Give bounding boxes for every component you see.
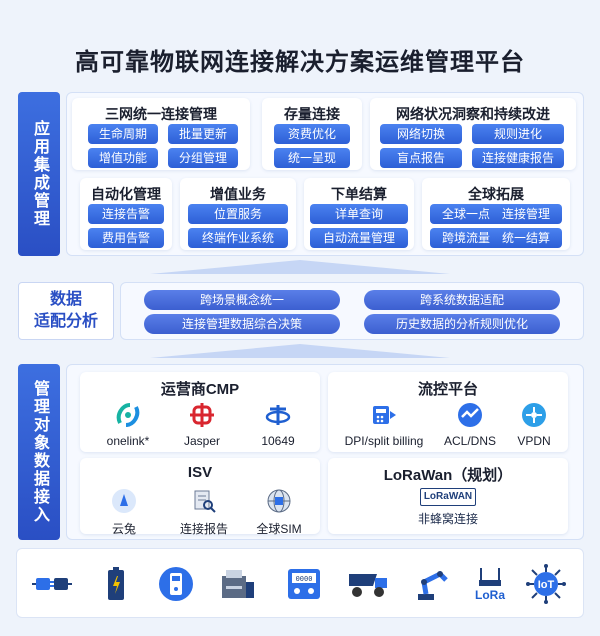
chip: 增值功能 — [88, 148, 158, 168]
up-arrow — [150, 344, 450, 358]
chip: 批量更新 — [168, 124, 238, 144]
app-box-title: 三网统一连接管理 — [105, 106, 217, 122]
global-sim-item: 全球SIM — [246, 486, 312, 537]
adapt-chip: 跨系统数据适配 — [364, 290, 560, 310]
lora-gateway-icon: LoRa — [469, 563, 511, 605]
chip: 网络切换 — [380, 124, 462, 144]
chip: 全球一点 连接管理 — [430, 204, 562, 224]
app-box-global: 全球拓展 全球一点 连接管理 跨境流量 统一结算 — [422, 178, 570, 250]
vpdn-item: VPDN — [506, 400, 562, 448]
app-box-stock: 存量连接 资费优化 统一呈现 — [262, 98, 362, 170]
mining-truck-icon — [347, 563, 389, 605]
lorawan-logo-icon: LoRaWAN — [420, 488, 476, 506]
chip: 终端作业系统 — [188, 228, 288, 248]
app-box-title: 全球拓展 — [468, 186, 524, 202]
report-search-icon — [189, 486, 219, 516]
iot-hub-icon: IoT — [525, 563, 567, 605]
isv-box: ISV 云兔 连接报告 全球SIM — [80, 458, 320, 537]
app-box-title: 网络状况洞察和持续改进 — [396, 106, 550, 122]
app-box-order: 下单结算 详单查询 自动流量管理 — [304, 178, 414, 250]
app-box-title: 自动化管理 — [91, 186, 161, 202]
chip: 详单查询 — [310, 204, 408, 224]
app-box-title: 下单结算 — [331, 186, 387, 202]
section-label-mgmt: 管理对象数据接入 — [18, 364, 60, 540]
onelink-logo-icon — [113, 400, 143, 430]
flow-title: 流控平台 — [417, 381, 478, 398]
robot-arm-icon — [411, 563, 453, 605]
10649-item: 10649 — [248, 400, 308, 448]
chip: 盲点报告 — [380, 148, 462, 168]
onelink-item: onelink* — [98, 400, 158, 448]
acl-item: ACL/DNS — [438, 400, 502, 448]
globe-sim-icon — [264, 486, 294, 516]
app-box-network: 网络状况洞察和持续改进 网络切换 规则进化 盲点报告 连接健康报告 — [370, 98, 576, 170]
page-title: 高可靠物联网连接解决方案运维管理平台 — [75, 49, 525, 76]
section-label-app: 应用集成管理 — [18, 92, 60, 256]
chip: 位置服务 — [188, 204, 288, 224]
calculator-icon — [369, 400, 399, 430]
network-hub-icon — [519, 400, 549, 430]
meter-device-icon — [155, 563, 197, 605]
chip: 连接健康报告 — [472, 148, 564, 168]
lora-box: LoRaWan（规划） LoRaWAN 非蜂窝连接 — [328, 458, 568, 534]
cmp-title: 运营商CMP — [160, 381, 240, 398]
app-box-title: 增值业务 — [210, 186, 266, 202]
chip: 生命周期 — [88, 124, 158, 144]
unicom-knot-icon — [187, 400, 217, 430]
lora-text: LoRa — [475, 588, 505, 602]
monitor-wave-icon — [455, 400, 485, 430]
app-box-title: 存量连接 — [284, 106, 340, 122]
plug-icon — [31, 563, 73, 605]
iot-text: IoT — [538, 579, 555, 591]
chip: 分组管理 — [168, 148, 238, 168]
chip: 统一呈现 — [274, 148, 350, 168]
chip: 自动流量管理 — [310, 228, 408, 248]
app-box-vas: 增值业务 位置服务 终端作业系统 — [180, 178, 296, 250]
lora-title: LoRaWan（规划） — [383, 467, 513, 484]
yuntu-item: 云兔 — [94, 486, 154, 537]
cmp-box: 运营商CMP onelink* Jasper 10649 — [80, 372, 320, 452]
chip: 连接告警 — [88, 204, 164, 224]
device-strip: 0000 LoRa IoT — [16, 548, 584, 618]
adapt-chip: 跨场景概念统一 — [144, 290, 340, 310]
adapt-chip: 连接管理数据综合决策 — [144, 314, 340, 334]
app-box-unified: 三网统一连接管理 生命周期 批量更新 增值功能 分组管理 — [72, 98, 250, 170]
telecom-logo-icon — [263, 400, 293, 430]
isv-title: ISV — [187, 464, 213, 481]
up-arrow — [150, 260, 450, 274]
report-item: 连接报告 — [168, 486, 240, 537]
jasper-item: Jasper — [172, 400, 232, 448]
rabbit-logo-icon — [109, 486, 139, 516]
flow-box: 流控平台 DPI/split billing ACL/DNS VPDN — [328, 372, 568, 452]
lora-item-label: 非蜂窝连接 — [417, 512, 478, 526]
battery-icon — [95, 563, 137, 605]
dpi-item: DPI/split billing — [332, 400, 436, 448]
svg-text:0000: 0000 — [296, 575, 313, 583]
chip: 费用告警 — [88, 228, 164, 248]
chip: 跨境流量 统一结算 — [430, 228, 562, 248]
chip: 规则进化 — [472, 124, 564, 144]
section-label-adapt: 数据 适配分析 — [18, 282, 114, 340]
adapt-chip: 历史数据的分析规则优化 — [364, 314, 560, 334]
electric-meter-icon: 0000 — [283, 563, 325, 605]
app-box-automation: 自动化管理 连接告警 费用告警 — [80, 178, 172, 250]
chip: 资费优化 — [274, 124, 350, 144]
printer-machine-icon — [217, 563, 259, 605]
